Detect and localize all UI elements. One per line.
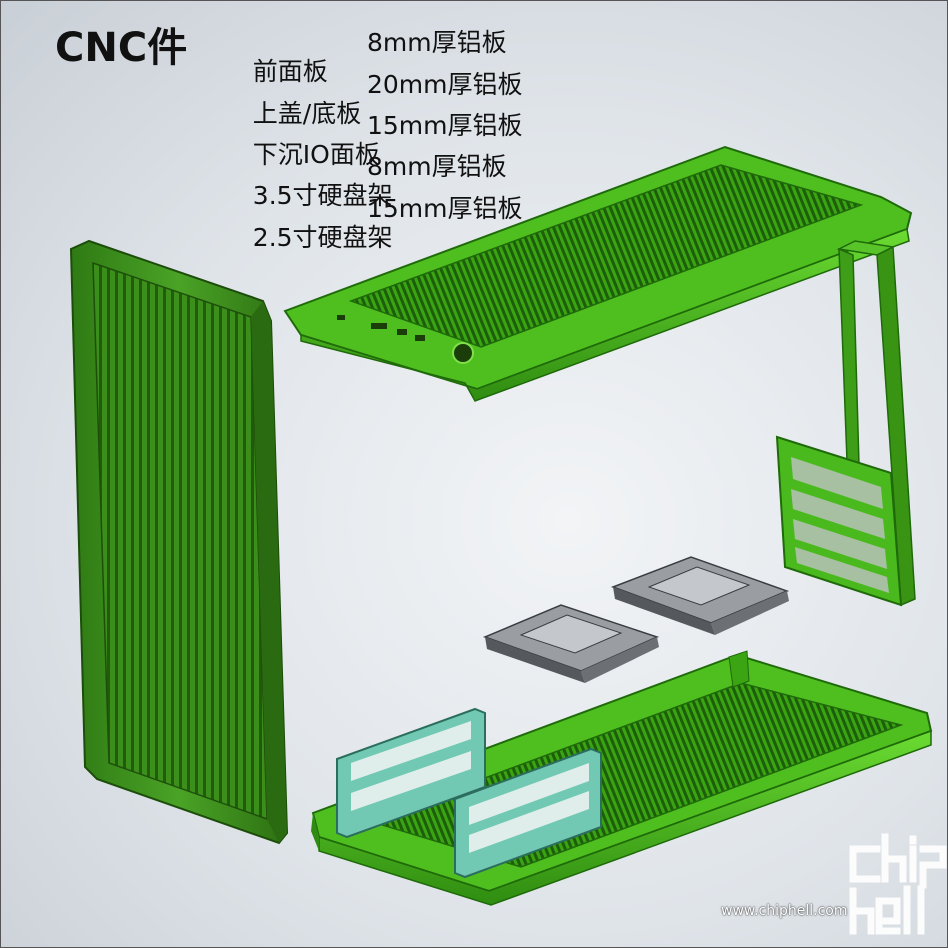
spec-part-label: 3.5寸硬盘架 xyxy=(252,181,393,210)
ssd-bracket-back xyxy=(336,707,486,839)
spec-material-label: 20mm厚铝板 xyxy=(367,70,523,99)
spec-row-front-panel: 前面板 8mm厚铝板 xyxy=(221,23,507,117)
spec-material-label: 15mm厚铝板 xyxy=(367,111,523,140)
io-frame xyxy=(775,240,916,607)
top-cover xyxy=(283,145,913,402)
watermark-url: www.chiphell.com xyxy=(721,903,848,919)
front-panel xyxy=(69,239,289,845)
chiphell-logo xyxy=(849,833,947,935)
spec-material-label: 8mm厚铝板 xyxy=(367,28,507,57)
hdd-bracket-right xyxy=(610,556,790,635)
hdd-bracket-left xyxy=(482,604,660,683)
spec-part-label: 前面板 xyxy=(252,57,328,86)
ssd-bracket-front xyxy=(454,747,602,879)
page-title: CNC件 xyxy=(55,25,188,71)
spec-part-label: 上盖/底板 xyxy=(252,99,362,128)
spec-part-label: 下沉IO面板 xyxy=(252,140,380,169)
spec-part-label: 2.5寸硬盘架 xyxy=(252,223,393,252)
spec-material-label: 8mm厚铝板 xyxy=(367,152,507,181)
spec-material-label: 15mm厚铝板 xyxy=(367,194,523,223)
